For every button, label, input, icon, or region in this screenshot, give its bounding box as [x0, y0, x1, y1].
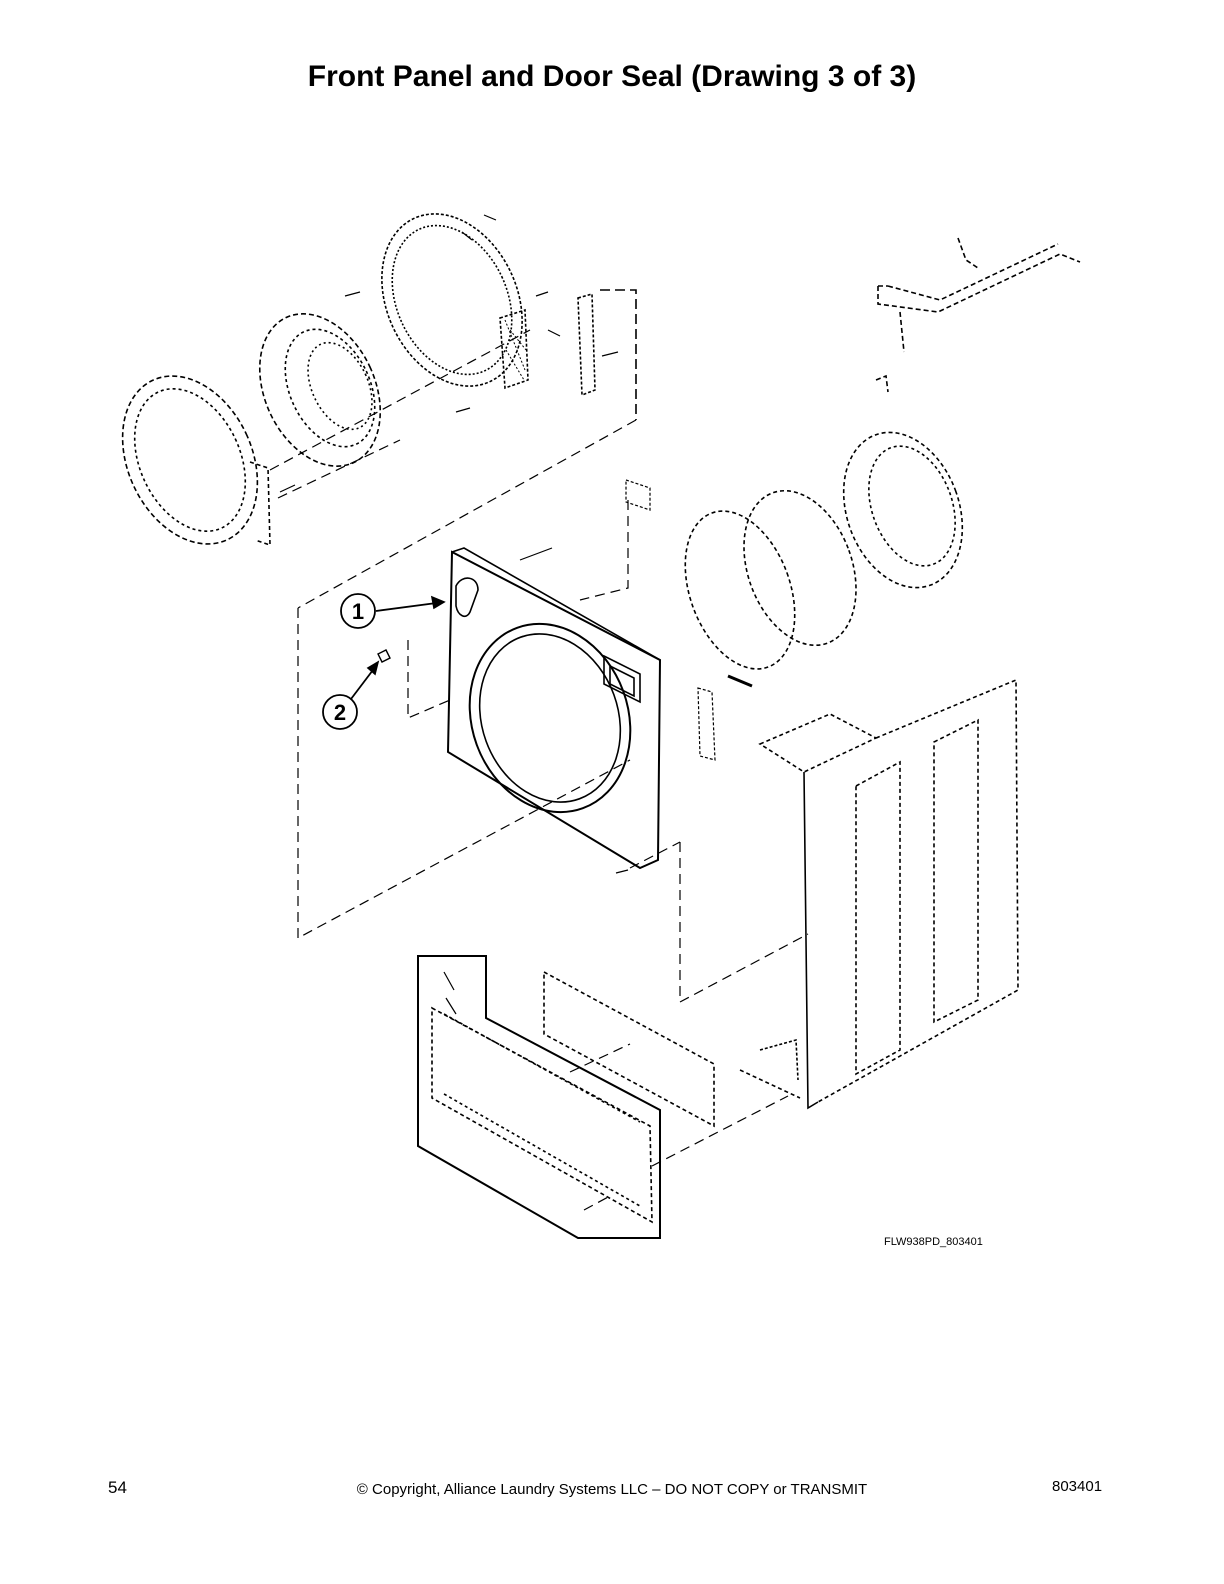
- insulation-pad: [543, 970, 715, 1128]
- callout-2: 2: [322, 649, 391, 730]
- callout-2-label: 2: [334, 700, 346, 725]
- drawing-id: FLW938PD_803401: [884, 1236, 983, 1248]
- screw-part: [377, 649, 391, 663]
- toe-kick-panel: [431, 971, 653, 1224]
- door-glass-bowl: [258, 313, 382, 467]
- door-boot-seal: [842, 431, 964, 589]
- door-outer-ring: [121, 375, 271, 547]
- cabinet: [739, 678, 1019, 1110]
- page-title: Front Panel and Door Seal (Drawing 3 of …: [307, 60, 917, 93]
- lower-panel-outline: [417, 955, 661, 1239]
- callout-1-label: 1: [352, 599, 364, 624]
- front-panel: [446, 547, 662, 870]
- copyright-notice: © Copyright, Alliance Laundry Systems LL…: [356, 1481, 868, 1498]
- assembly-lines-lower: [569, 1043, 789, 1211]
- assembly-lines-front: [297, 500, 809, 1003]
- door-screws: [279, 214, 619, 493]
- door-seal-clamp-rings: [684, 489, 857, 688]
- page-number: 54: [108, 1478, 127, 1497]
- small-parts-front: [519, 479, 716, 874]
- hose-assembly: [875, 237, 1081, 393]
- document-number: 803401: [1052, 1478, 1103, 1495]
- assembly-lines-upper: [269, 329, 637, 609]
- callout-1: 1: [340, 593, 446, 629]
- door-hinge-bracket: [577, 289, 637, 420]
- inner-door-frame: [381, 213, 529, 390]
